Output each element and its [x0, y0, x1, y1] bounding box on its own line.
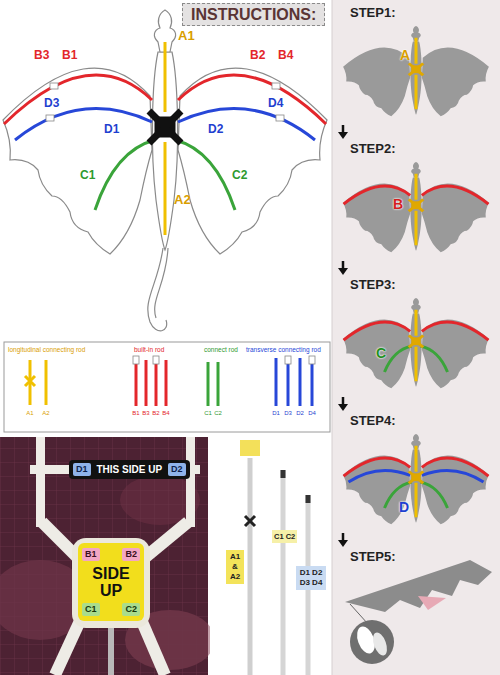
rod-label: B2 — [152, 409, 159, 417]
side-up-text: SIDE UP — [82, 565, 140, 599]
legend-text: built-in rod — [134, 346, 164, 354]
tag-text: C1 — [82, 603, 100, 616]
part-label: A2 — [174, 192, 191, 208]
step-arrow — [338, 261, 348, 275]
rod-letter: B — [393, 197, 403, 212]
step3-dragon — [343, 298, 489, 388]
rod-letter: A — [400, 48, 410, 63]
rod-label: B1 — [132, 409, 139, 417]
arrow-head — [338, 540, 348, 547]
step-heading: STEP5: — [350, 549, 396, 565]
side-up-sticker: B1 B2SIDE UP C1 C2 — [78, 543, 144, 621]
node-heading: B1 — [82, 548, 100, 561]
step-panel: STEP2: B — [336, 140, 496, 260]
step-panel: STEP1: A — [336, 4, 496, 124]
tag-text: D2 — [168, 463, 186, 476]
step-heading: STEP4: — [350, 413, 396, 429]
step-heading: STEP3: — [350, 277, 396, 293]
part-label: A1 — [178, 28, 195, 44]
rod-label: C2 — [214, 409, 222, 417]
part-label: D4 — [268, 96, 283, 111]
part-label: B4 — [278, 48, 293, 63]
rod-label: D2 — [296, 409, 304, 417]
part-label: C2 — [232, 168, 247, 183]
legend-text: connect rod — [204, 346, 238, 354]
tag-text: C2 — [122, 603, 140, 616]
rod-letter: C — [376, 346, 386, 361]
rod-tag: C1 C2 — [272, 530, 297, 543]
step4-dragon — [343, 434, 489, 524]
part-label: D2 — [208, 122, 223, 137]
arrow-shaft — [342, 125, 345, 133]
panel-border — [332, 0, 333, 675]
rod-letter: B2 — [122, 548, 140, 561]
legend-text: transverse connecting rod — [246, 346, 321, 354]
part-label: B1 — [62, 48, 77, 63]
part-label: B3 — [34, 48, 49, 63]
rod-label: D3 — [284, 409, 292, 417]
step-heading: STEP1: — [350, 5, 396, 21]
title-text: INSTRUCTIONS: — [182, 3, 325, 26]
rod-tag: D1 D2 D3 D4 — [296, 566, 326, 590]
side-up-text: THIS SIDE UP — [97, 464, 163, 476]
step-arrow — [338, 533, 348, 547]
rod-label: C1 — [204, 409, 212, 417]
rod-label: A2 — [42, 409, 49, 417]
step1-dragon — [343, 26, 489, 116]
connector-photo — [0, 437, 215, 675]
part-label: C1 — [80, 168, 95, 183]
arrow-shaft — [342, 533, 345, 541]
arrow-shaft — [342, 397, 345, 405]
rod-label: B3 — [142, 409, 149, 417]
step-arrow — [338, 125, 348, 139]
rod-label: A1 — [26, 409, 33, 417]
step-panel-ground — [332, 0, 500, 675]
step-arrow — [338, 397, 348, 411]
rod-label: D4 — [308, 409, 316, 417]
part-label: D3 — [44, 96, 59, 111]
arrow-head — [338, 132, 348, 139]
side-up-bar: D1 THIS SIDE UP D2 — [69, 460, 190, 479]
step-heading: STEP2: — [350, 141, 396, 157]
node-heading: D1 — [73, 463, 91, 476]
step5-flying-kite — [345, 560, 492, 664]
rods-photo — [210, 437, 330, 675]
rod-letter: D — [399, 500, 409, 515]
main-dragon — [3, 10, 327, 331]
arrow-head — [338, 404, 348, 411]
legend-text: longitudinal connecting rod — [8, 346, 85, 354]
step-panel: STEP4: D — [336, 412, 496, 532]
step-panel: STEP3: C — [336, 276, 496, 396]
arrow-head — [338, 268, 348, 275]
step2-dragon — [343, 162, 489, 252]
rod-label: D1 — [272, 409, 280, 417]
part-label: B2 — [250, 48, 265, 63]
part-label: D1 — [104, 122, 119, 137]
arrow-shaft — [342, 261, 345, 269]
rod-label: B4 — [162, 409, 169, 417]
step-panel: STEP5: — [336, 548, 496, 668]
legend-box — [4, 342, 330, 432]
rod-tag: A1 & A2 — [226, 550, 244, 584]
